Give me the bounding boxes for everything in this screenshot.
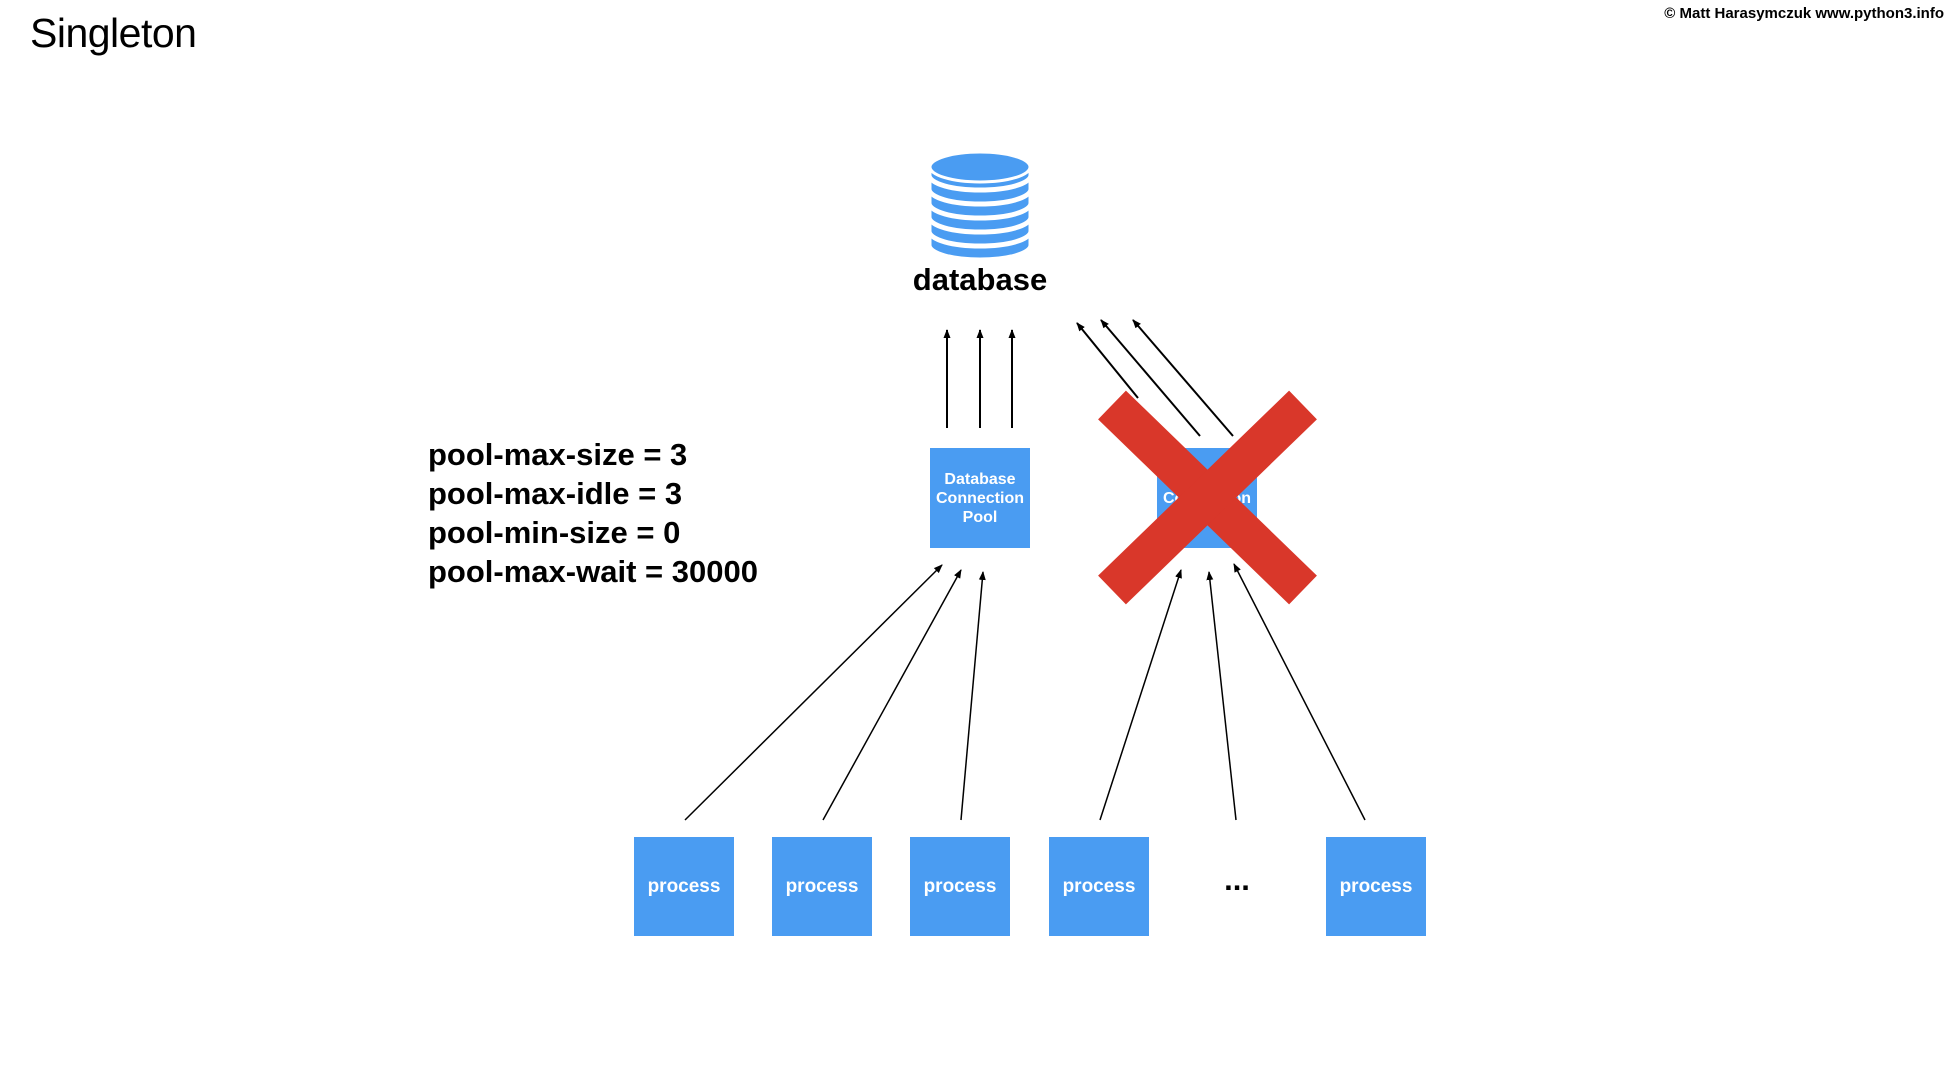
pool-to-db-arrows	[943, 319, 1234, 437]
more-processes-ellipsis: ...	[1224, 862, 1250, 897]
arrow	[1099, 569, 1182, 821]
config-line: pool-max-size = 3	[428, 437, 688, 472]
arrow	[1206, 571, 1237, 821]
arrow	[1100, 319, 1201, 437]
process-to-pool-arrows	[684, 563, 1366, 821]
slide-title: Singleton	[30, 10, 197, 56]
process-box: process	[1326, 837, 1426, 936]
connection-pool-box: Database Connection Pool	[930, 448, 1030, 548]
database-icon	[928, 150, 1032, 261]
author-credit: © Matt Harasymczuk www.python3.info	[1664, 5, 1944, 22]
arrow	[1233, 563, 1366, 821]
process-box: process	[634, 837, 734, 936]
arrow	[960, 571, 986, 821]
process-box: process	[772, 837, 872, 936]
config-line: pool-max-wait = 30000	[428, 554, 758, 589]
config-line: pool-max-idle = 3	[428, 476, 683, 511]
database-label: database	[912, 262, 1048, 297]
config-line: pool-min-size = 0	[428, 515, 681, 550]
pool-config: pool-max-size = 3 pool-max-idle = 3 pool…	[428, 435, 758, 591]
arrow	[1076, 322, 1139, 399]
process-box: process	[1049, 837, 1149, 936]
process-box: process	[910, 837, 1010, 936]
arrow	[1132, 319, 1234, 437]
red-cross-icon	[1098, 390, 1317, 605]
arrow	[822, 569, 962, 821]
arrow	[684, 564, 943, 821]
